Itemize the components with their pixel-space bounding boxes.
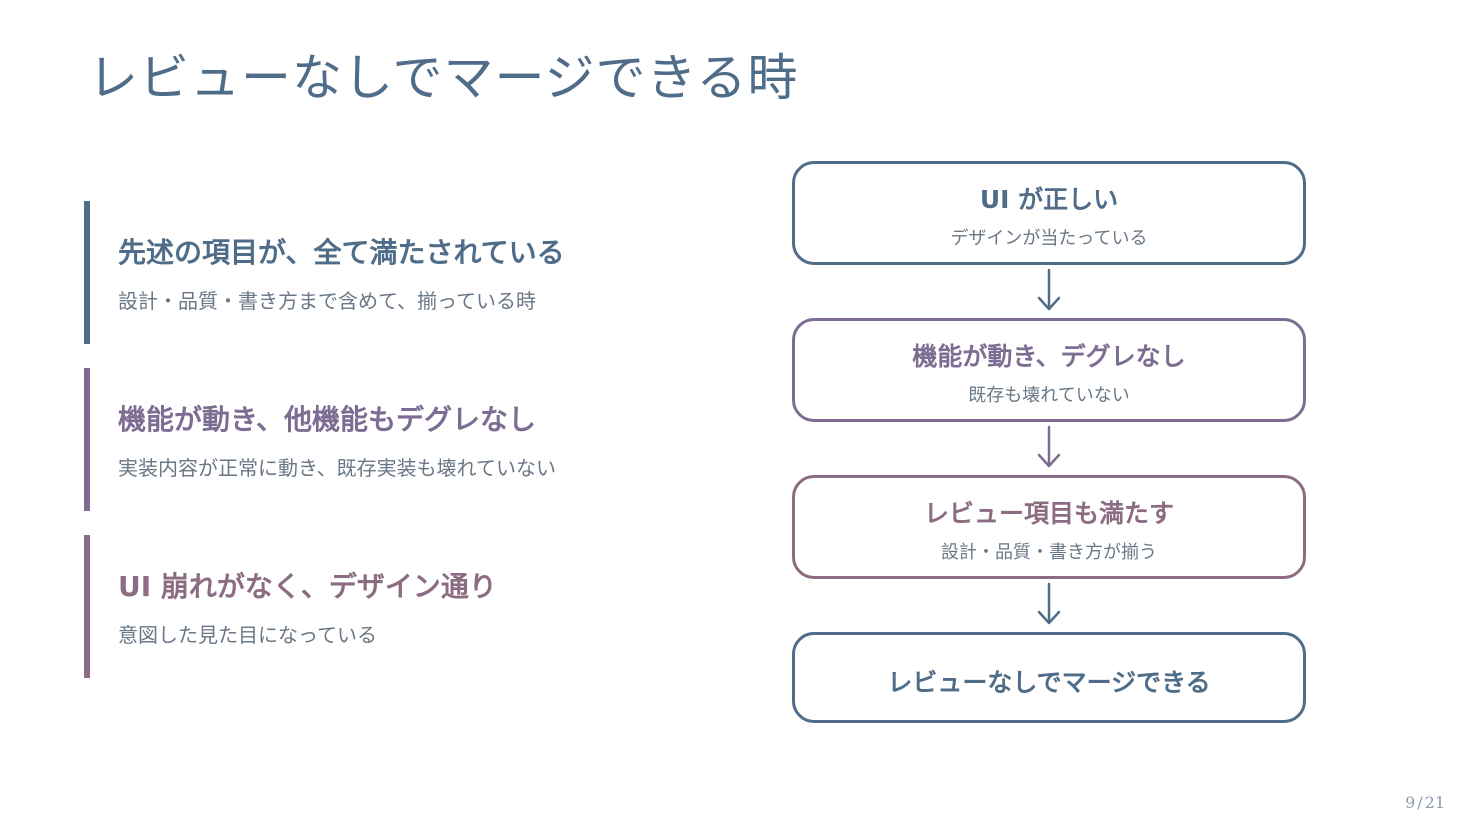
- point-item-all-satisfied: 先述の項目が、全て満たされている 設計・品質・書き方まで含めて、揃っている時: [84, 201, 644, 344]
- point-description: 意図した見た目になっている: [118, 623, 377, 647]
- page-current: 9: [1405, 793, 1416, 812]
- slide-title: レビューなしでマージできる時: [88, 49, 799, 107]
- flow-step-title: 機能が動き、デグレなし: [912, 342, 1186, 371]
- flow-step-subtitle: 設計・品質・書き方が揃う: [941, 542, 1157, 563]
- page-number: 9/21: [1404, 793, 1446, 812]
- flow-step-ui-correct: UI が正しい デザインが当たっている: [792, 161, 1306, 265]
- flow-step-subtitle: 既存も壊れていない: [968, 385, 1130, 406]
- flow-step-no-regression: 機能が動き、デグレなし 既存も壊れていない: [792, 318, 1306, 422]
- point-heading: 先述の項目が、全て満たされている: [118, 236, 565, 269]
- arrow-down-icon: [1037, 425, 1061, 468]
- point-description: 設計・品質・書き方まで含めて、揃っている時: [118, 289, 536, 313]
- point-heading: UI 崩れがなく、デザイン通り: [118, 570, 497, 603]
- arrow-down-icon: [1037, 582, 1061, 625]
- flow-step-title: レビューなしでマージできる: [887, 668, 1211, 697]
- point-item-ui-correct: UI 崩れがなく、デザイン通り 意図した見た目になっている: [84, 535, 644, 678]
- arrow-down-icon: [1037, 268, 1061, 311]
- flow-step-review-items: レビュー項目も満たす 設計・品質・書き方が揃う: [792, 475, 1306, 579]
- flow-step-title: UI が正しい: [979, 185, 1119, 214]
- flow-step-subtitle: デザインが当たっている: [950, 228, 1148, 249]
- page-total: 21: [1424, 793, 1445, 812]
- point-item-no-regression: 機能が動き、他機能もデグレなし 実装内容が正常に動き、既存実装も壊れていない: [84, 368, 644, 511]
- flow-step-title: レビュー項目も満たす: [923, 499, 1174, 528]
- point-heading: 機能が動き、他機能もデグレなし: [118, 403, 537, 436]
- point-description: 実装内容が正常に動き、既存実装も壊れていない: [118, 456, 556, 480]
- page-separator: /: [1417, 793, 1423, 812]
- flow-step-merge: レビューなしでマージできる: [792, 632, 1306, 723]
